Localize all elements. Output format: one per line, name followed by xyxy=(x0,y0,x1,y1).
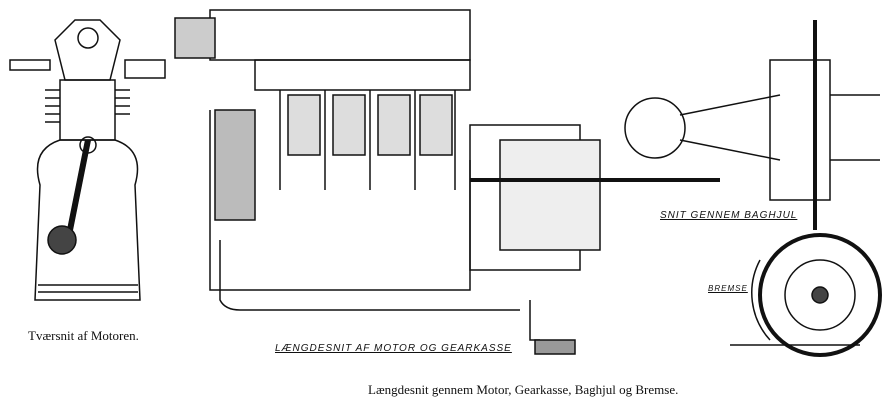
engine-cross-section xyxy=(9,19,166,301)
figure-caption: Længdesnit gennem Motor, Gearkasse, Bagh… xyxy=(368,382,679,397)
brake-drawing xyxy=(730,233,882,357)
engine-longitudinal-section xyxy=(174,9,720,355)
rear-wheel-label: SNIT GENNEM BAGHJUL xyxy=(660,210,798,221)
brake-label: BREMSE xyxy=(708,284,748,293)
longitudinal-section-label: LÆNGDESNIT AF MOTOR OG GEARKASSE xyxy=(275,343,512,354)
cross-section-label: Tværsnit af Motoren. xyxy=(28,328,139,343)
rear-wheel-section xyxy=(624,20,880,230)
